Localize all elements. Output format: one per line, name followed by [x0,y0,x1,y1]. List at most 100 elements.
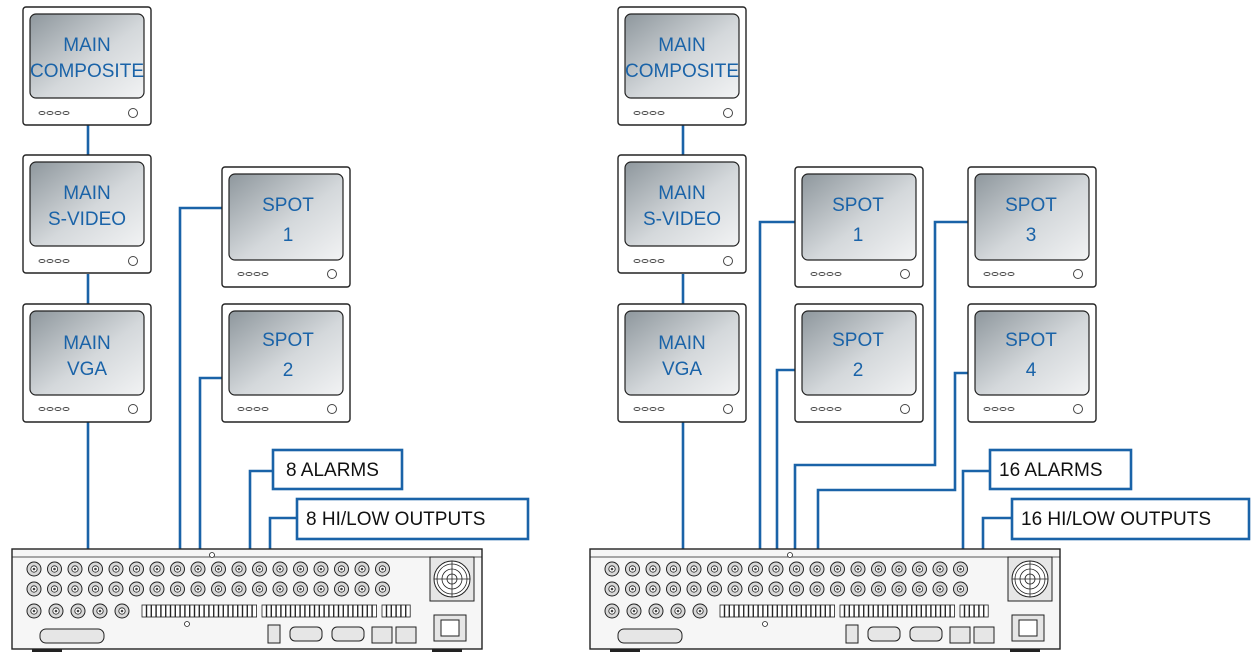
bnc-connector-icon [231,561,247,577]
terminal-block-icon [247,604,253,618]
terminal-block-icon [175,604,181,618]
terminal-block-icon [777,604,783,618]
monitor-label-line-1: SPOT [262,330,314,351]
ethernet-port-icon [973,626,995,644]
monitor-buttons [237,407,269,411]
terminal-block-icon [155,604,161,618]
power-knob-icon [723,256,733,266]
terminal-block-icon [199,604,205,618]
bnc-connector-icon [88,561,103,577]
terminal-block-icon [786,604,792,618]
terminal-block-icon [935,604,941,618]
power-knob-icon [723,404,733,414]
monitor-label-line-1: SPOT [1005,195,1057,216]
bnc-connector-icon [604,603,620,619]
terminal-block-icon [772,604,778,618]
terminal-block-icon [319,604,325,618]
terminal-block-icon [251,604,257,618]
terminal-block-icon [261,604,267,618]
terminal-block-icon [208,604,214,618]
bnc-connector-icon [670,603,686,619]
terminal-block-icon [371,604,377,618]
scsi-connector-icon [617,628,683,644]
monitor-spot-1: SPOT 1 [221,166,351,288]
terminal-block-icon [758,604,764,618]
monitor-buttons [633,407,665,411]
terminal-block-icon [873,604,879,618]
terminal-block-icon [762,604,768,618]
bnc-connector-icon [645,581,661,597]
monitor-label-line-2: COMPOSITE [625,61,739,82]
monitor-label-line-1: MAIN [63,35,111,56]
monitor-main-vga: MAIN VGA [617,303,747,423]
monitor-label-line-1: SPOT [832,330,884,351]
bnc-connector-icon [313,561,329,577]
ethernet-port-icon [371,626,393,644]
bnc-connector-icon [190,581,206,597]
bnc-connector-icon [231,581,247,597]
bnc-connector-icon [354,581,370,597]
terminal-block-icon [314,604,320,618]
terminal-block-icon [854,604,860,618]
terminal-block-icon [959,604,965,618]
power-knob-icon [1073,404,1083,414]
terminal-block-icon [782,604,788,618]
terminal-block-icon [194,604,200,618]
terminal-block-icon [213,604,219,618]
bnc-connector-icon [108,581,124,597]
terminal-block-icon [964,604,970,618]
bnc-connector-icon [26,561,42,577]
terminal-block-icon [184,604,190,618]
outputs-label-text: 16 HI/LOW OUTPUTS [1021,509,1211,530]
terminal-block-icon [323,604,329,618]
bnc-connector-icon [932,561,948,577]
bnc-connector-icon [789,581,804,597]
serial-port-icon [289,626,323,642]
right-panel: MAIN COMPOSITE MAIN S-VIDEO MAIN VGA [589,6,1251,652]
monitor-spot-1: SPOT 1 [794,166,924,288]
terminal-block-icon [868,604,874,618]
power-knob-icon [900,269,910,279]
bnc-connector-icon [149,561,165,577]
monitor-label-line-2: VGA [67,359,107,380]
bnc-connector-icon [47,561,62,577]
serial-port-icon [867,626,901,642]
monitor-buttons [38,407,70,411]
monitor-label-line-2: 2 [853,360,864,381]
dvr-unit-left [11,548,483,652]
monitor-buttons [983,272,1015,276]
bnc-connector-icon [375,561,390,577]
bnc-connector-icon [190,561,206,577]
monitor-main-s-video: MAIN S-VIDEO [22,154,152,274]
terminal-block-icon [232,604,238,618]
terminal-block-icon [266,604,272,618]
bnc-connector-icon [686,581,702,597]
terminal-block-icon [218,604,224,618]
terminal-block-icon [395,604,401,618]
terminal-block-icon [830,604,836,618]
bnc-connector-icon [768,581,784,597]
bnc-connector-icon [912,561,927,577]
bnc-connector-icon [252,561,267,577]
bnc-connector-icon [47,581,62,597]
bnc-connector-icon [830,561,845,577]
outputs-label: 8 HI/LOW OUTPUTS [295,497,530,541]
terminal-block-icon [223,604,229,618]
alarms-label: 16 ALARMS [988,448,1133,491]
terminal-block-icon [978,604,984,618]
terminal-block-icon [357,604,363,618]
monitor-label-line-1: MAIN [658,333,706,354]
terminal-block-icon [820,604,826,618]
bnc-connector-icon [707,561,722,577]
terminal-block-icon [878,604,884,618]
dvr-unit-right [589,548,1061,652]
terminal-block-icon [791,604,797,618]
ethernet-port-icon [395,626,417,644]
bnc-connector-icon [170,581,185,597]
terminal-block-icon [801,604,807,618]
terminal-block-icon [347,604,353,618]
terminal-block-icon [738,604,744,618]
bnc-connector-icon [648,603,664,619]
bnc-connector-icon [625,561,640,577]
bnc-connector-icon [850,561,866,577]
